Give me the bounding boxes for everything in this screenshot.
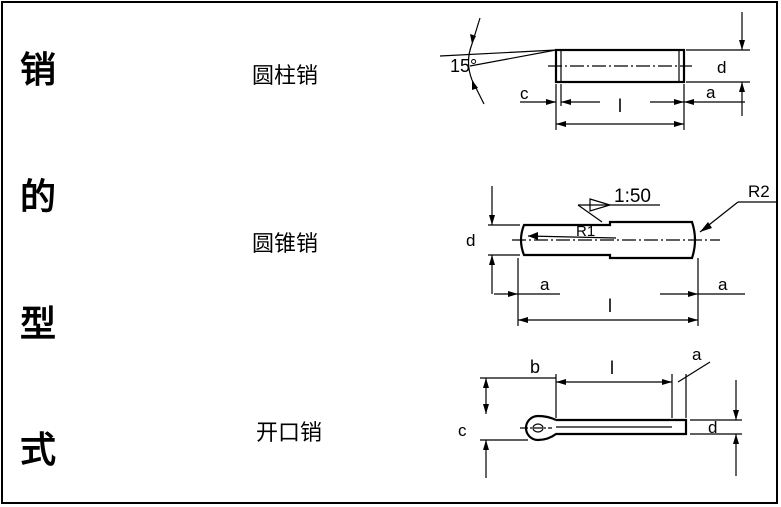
taper-pin-dim-taper: 1:50 bbox=[614, 186, 651, 207]
cylindrical-pin-dim-c: c bbox=[520, 84, 529, 103]
split-pin-dim-c: c bbox=[458, 421, 467, 440]
cylindrical-pin-dim-d: d bbox=[717, 58, 726, 77]
cylindrical-pin-label: 圆柱销 bbox=[252, 64, 319, 89]
taper-pin-drawing: 1:50 R2 R1 d a a l bbox=[466, 182, 776, 326]
split-pin-dim-d: d bbox=[708, 418, 717, 437]
split-pin-eye bbox=[532, 423, 544, 433]
split-pin-label: 开口销 bbox=[256, 421, 323, 446]
split-pin-dim-a: a bbox=[692, 345, 702, 364]
cylindrical-pin-dim-angle: 15° bbox=[450, 56, 477, 76]
split-pin-drawing: b l a d c bbox=[458, 345, 742, 478]
cylindrical-pin-dim-a: a bbox=[706, 83, 716, 102]
taper-pin-dim-r2: R2 bbox=[748, 182, 770, 201]
taper-pin-body bbox=[519, 220, 697, 260]
taper-pin-dim-r1: R1 bbox=[576, 223, 595, 240]
taper-pin-dim-d: d bbox=[466, 231, 475, 250]
split-pin-body bbox=[524, 414, 688, 442]
taper-pin-dim-a-right: a bbox=[718, 275, 728, 294]
split-pin-dim-l: l bbox=[610, 358, 614, 378]
split-pin-dim-b: b bbox=[530, 357, 540, 377]
heading-char-4: 式 bbox=[20, 429, 57, 471]
taper-pin-label: 圆锥销 bbox=[252, 232, 319, 257]
taper-pin-dim-l: l bbox=[608, 296, 612, 316]
heading-char-2: 的 bbox=[20, 176, 57, 218]
heading-char-3: 型 bbox=[20, 303, 57, 345]
cylindrical-pin-dim-l: l bbox=[618, 96, 622, 116]
heading-char-1: 销 bbox=[20, 49, 57, 91]
cylindrical-pin-drawing: d c l a 15° bbox=[439, 12, 750, 130]
taper-pin-dim-a-left: a bbox=[540, 275, 550, 294]
